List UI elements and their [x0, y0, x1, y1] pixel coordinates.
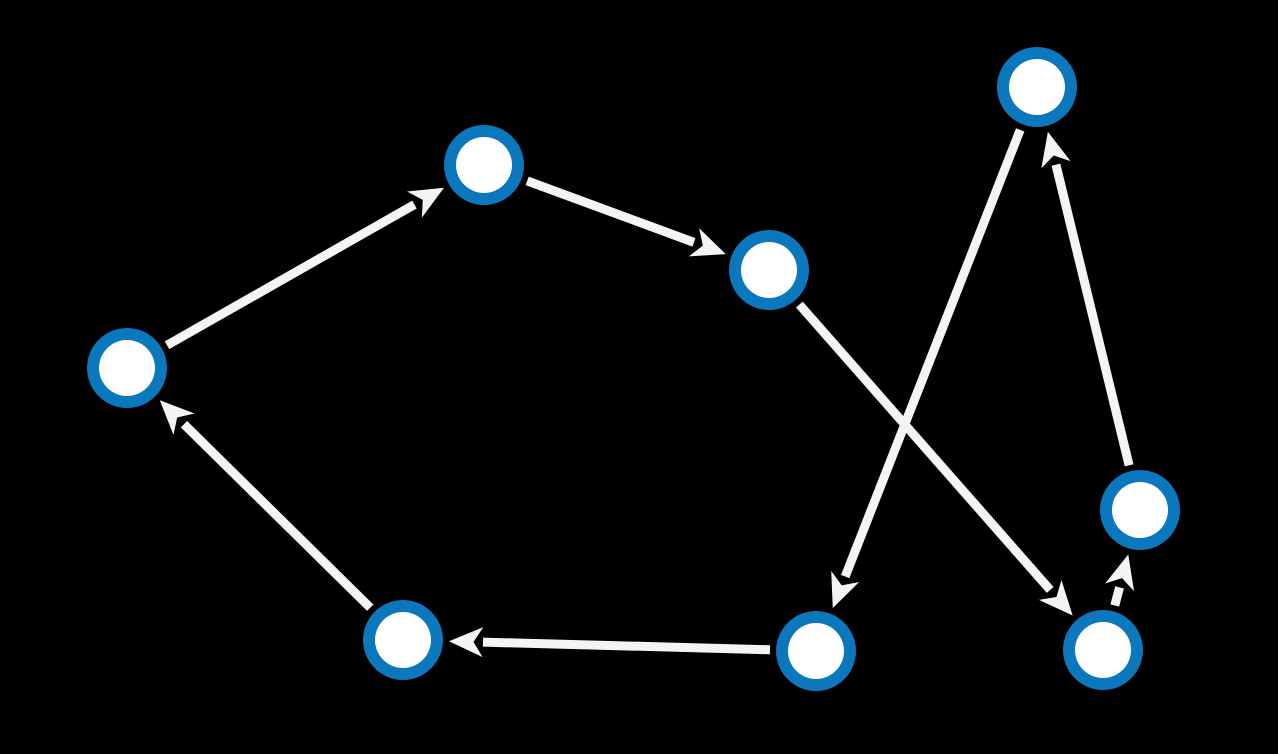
- graph-node[interactable]: [1100, 470, 1180, 550]
- graph-node-core: [99, 340, 155, 396]
- graph-edge-arrowhead: [1038, 580, 1073, 616]
- graph-edge-arrowhead: [448, 627, 484, 658]
- graph-edge-arrowhead: [1105, 554, 1135, 592]
- graph-node-core: [741, 242, 797, 298]
- graph-edge-arrowhead: [688, 228, 726, 257]
- graph-node-core: [788, 623, 844, 679]
- graph-edge-arrowhead: [407, 187, 445, 218]
- graph-node-core: [456, 137, 512, 193]
- graph-edge: [525, 176, 696, 247]
- graph-edge: [840, 128, 1025, 579]
- graph-node[interactable]: [444, 125, 524, 205]
- graph-node[interactable]: [87, 328, 167, 408]
- graph-node-core: [375, 612, 431, 668]
- nodes-layer: [87, 47, 1180, 691]
- graph-node[interactable]: [729, 230, 809, 310]
- graph-edge: [1051, 163, 1134, 467]
- graph-node-core: [1112, 482, 1168, 538]
- graph-node-core: [1009, 59, 1065, 115]
- graph-edge: [795, 301, 1054, 593]
- graph-edge-arrowhead: [159, 400, 195, 435]
- graph-node[interactable]: [363, 600, 443, 680]
- graph-edge: [1110, 586, 1124, 607]
- graph-node[interactable]: [1063, 610, 1143, 690]
- graph-node[interactable]: [776, 611, 856, 691]
- graph-edge-arrowhead: [831, 571, 860, 609]
- graph-edge: [164, 200, 417, 350]
- graph-node[interactable]: [997, 47, 1077, 127]
- graph-edge: [180, 420, 374, 611]
- graph-edge-arrowhead: [1041, 131, 1071, 169]
- edges-layer: [159, 128, 1135, 658]
- graph-node-core: [1075, 622, 1131, 678]
- graph-edge: [482, 637, 771, 655]
